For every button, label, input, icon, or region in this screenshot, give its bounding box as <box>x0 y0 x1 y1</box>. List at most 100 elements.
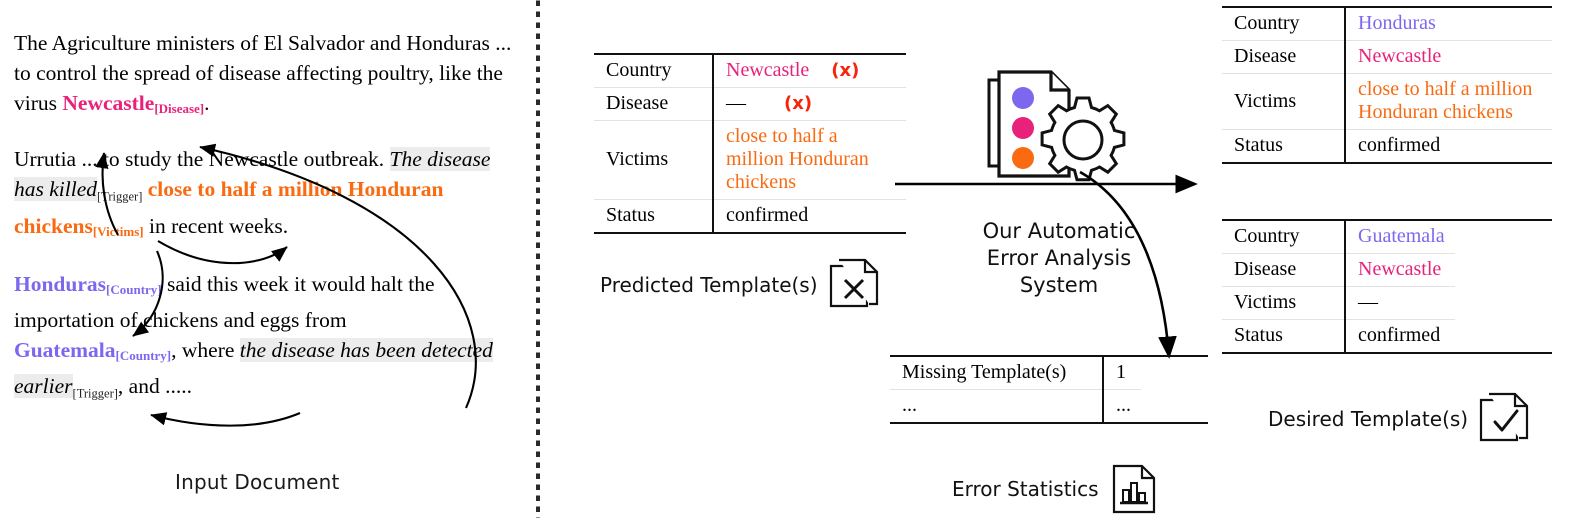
row-value: ... <box>1103 390 1141 423</box>
desired-template-table-1: Country Honduras Disease Newcastle Victi… <box>1222 6 1552 164</box>
row-value: close to half a million Honduran chicken… <box>1345 74 1552 130</box>
table-row: Disease Newcastle <box>1222 253 1455 287</box>
document-paragraph-3: Honduras[Country] said this week it woul… <box>14 269 514 408</box>
value-text: 1 <box>1116 361 1126 383</box>
system-icon <box>985 62 1135 190</box>
row-key: Victims <box>1222 73 1346 130</box>
row-key: Disease <box>1222 40 1346 74</box>
table-row: Victims close to half a million Honduran… <box>1222 73 1552 130</box>
row-key: Status <box>1222 129 1346 162</box>
table-row: Country Honduras <box>1222 8 1552 41</box>
table-row: Disease — (x) <box>594 87 906 121</box>
value-text: Newcastle <box>1358 45 1442 67</box>
value-text: confirmed <box>726 204 809 226</box>
row-value: — <box>1345 287 1455 320</box>
row-value: close to half a million Honduran chicken… <box>713 121 906 200</box>
table-row: Country Newcastle (x) <box>594 55 906 88</box>
entity-victims-chickens: close to half a million Honduran chicken… <box>14 176 444 239</box>
paragraph-1-plain-1: The Agriculture ministers of El Salvador… <box>14 31 512 115</box>
document-paragraph-2: Urrutia ... to study the Newcastle outbr… <box>14 144 514 247</box>
table-row: Country Guatemala <box>1222 221 1455 254</box>
table-row: Status confirmed <box>1222 319 1455 353</box>
system-label-line1: Our Automatic <box>982 219 1136 243</box>
row-value: Newcastle <box>1345 41 1552 74</box>
value-text: close to half a million Honduran chicken… <box>726 125 869 193</box>
table-row: Disease Newcastle <box>1222 40 1552 74</box>
table-row: Missing Template(s) 1 <box>890 357 1141 390</box>
table-row: Status confirmed <box>1222 129 1552 163</box>
system-label: Our Automatic Error Analysis System <box>963 218 1155 299</box>
trigger-tag-2: [Trigger] <box>72 386 118 401</box>
row-key: Country <box>1222 221 1346 254</box>
entity-disease-newcastle: Newcastle <box>62 91 155 115</box>
row-key: Disease <box>594 87 714 121</box>
arrow-trigger1-to-country <box>132 250 164 337</box>
value-text: ... <box>1116 394 1131 416</box>
row-key: ... <box>890 389 1104 422</box>
row-value: Newcastle <box>1345 254 1455 287</box>
entity-country-guatemala: Guatemala <box>14 337 116 362</box>
entity-tag-country-1: [Country] <box>106 281 162 297</box>
document-annotation-arrows <box>95 143 477 427</box>
table-row: ... ... <box>890 389 1141 423</box>
row-value: Newcastle (x) <box>713 55 906 88</box>
error-x-icon: (x) <box>831 60 860 81</box>
row-value: — (x) <box>713 88 906 121</box>
value-text: — <box>1358 291 1378 313</box>
row-value: confirmed <box>1345 320 1455 353</box>
entity-tag-country-2: [Country] <box>115 347 172 363</box>
document-check-icon <box>1477 392 1533 446</box>
paragraph-3-plain-1: said this week it would halt the importa… <box>14 272 435 332</box>
flow-arrows <box>895 170 1198 359</box>
entity-tag-victims: [Victims] <box>92 224 144 240</box>
row-key: Country <box>1222 8 1346 41</box>
entity-country-honduras: Honduras <box>14 272 107 297</box>
value-text: Newcastle <box>1358 258 1442 280</box>
row-key: Victims <box>1222 286 1346 320</box>
system-dot-pink <box>1012 117 1034 139</box>
trigger-tag-1: [Trigger] <box>97 189 143 204</box>
table-row: Victims — <box>1222 286 1455 320</box>
section-divider <box>536 0 540 518</box>
input-document-text: The Agriculture ministers of El Salvador… <box>14 28 514 428</box>
row-value: 1 <box>1103 357 1141 390</box>
input-document-label: Input Document <box>175 470 340 494</box>
error-x-icon: (x) <box>784 93 813 114</box>
arrow-system-to-stats <box>1079 170 1177 359</box>
value-text: — <box>726 92 746 114</box>
value-text: confirmed <box>1358 324 1441 346</box>
system-label-line2: Error Analysis System <box>986 246 1132 297</box>
value-text: Honduras <box>1358 12 1436 34</box>
error-statistics-caption: Error Statistics <box>952 462 1160 516</box>
row-key: Disease <box>1222 253 1346 287</box>
predicted-template-table: Country Newcastle (x) Disease — (x) Victim… <box>594 53 906 234</box>
arrow-trigger1-to-disease <box>95 152 119 236</box>
desired-template-caption: Desired Template(s) <box>1268 392 1533 446</box>
table-row: Status confirmed <box>594 199 906 233</box>
caption-label: Predicted Template(s) <box>600 273 818 297</box>
predicted-template-caption: Predicted Template(s) <box>600 258 883 312</box>
arrow-to-victims-span <box>157 240 288 265</box>
value-text: Newcastle <box>726 59 810 81</box>
row-key: Victims <box>594 120 714 200</box>
paragraph-3-plain-2: , where <box>171 337 240 362</box>
row-value: confirmed <box>713 200 906 233</box>
document-x-icon <box>827 258 883 312</box>
value-text: close to half a million Honduran chicken… <box>1358 78 1533 123</box>
row-key: Missing Template(s) <box>890 357 1104 390</box>
system-dot-orange <box>1012 147 1034 169</box>
desired-template-table-2: Country Guatemala Disease Newcastle Vict… <box>1222 219 1552 354</box>
row-value: confirmed <box>1345 130 1552 163</box>
row-value: Guatemala <box>1345 221 1455 254</box>
gear-icon <box>1040 96 1126 182</box>
entity-tag-disease: [Disease] <box>154 100 205 116</box>
arrow-trigger2-to-guatemala <box>150 412 301 427</box>
paragraph-1-plain-2: . <box>204 91 210 115</box>
row-key: Country <box>594 55 714 88</box>
row-key: Status <box>1222 319 1346 352</box>
document-paragraph-1: The Agriculture ministers of El Salvador… <box>14 28 514 124</box>
paragraph-3-plain-3: , and ..... <box>117 373 192 398</box>
arrow-trigger2-to-disease <box>199 143 477 409</box>
caption-label: Desired Template(s) <box>1268 407 1469 431</box>
